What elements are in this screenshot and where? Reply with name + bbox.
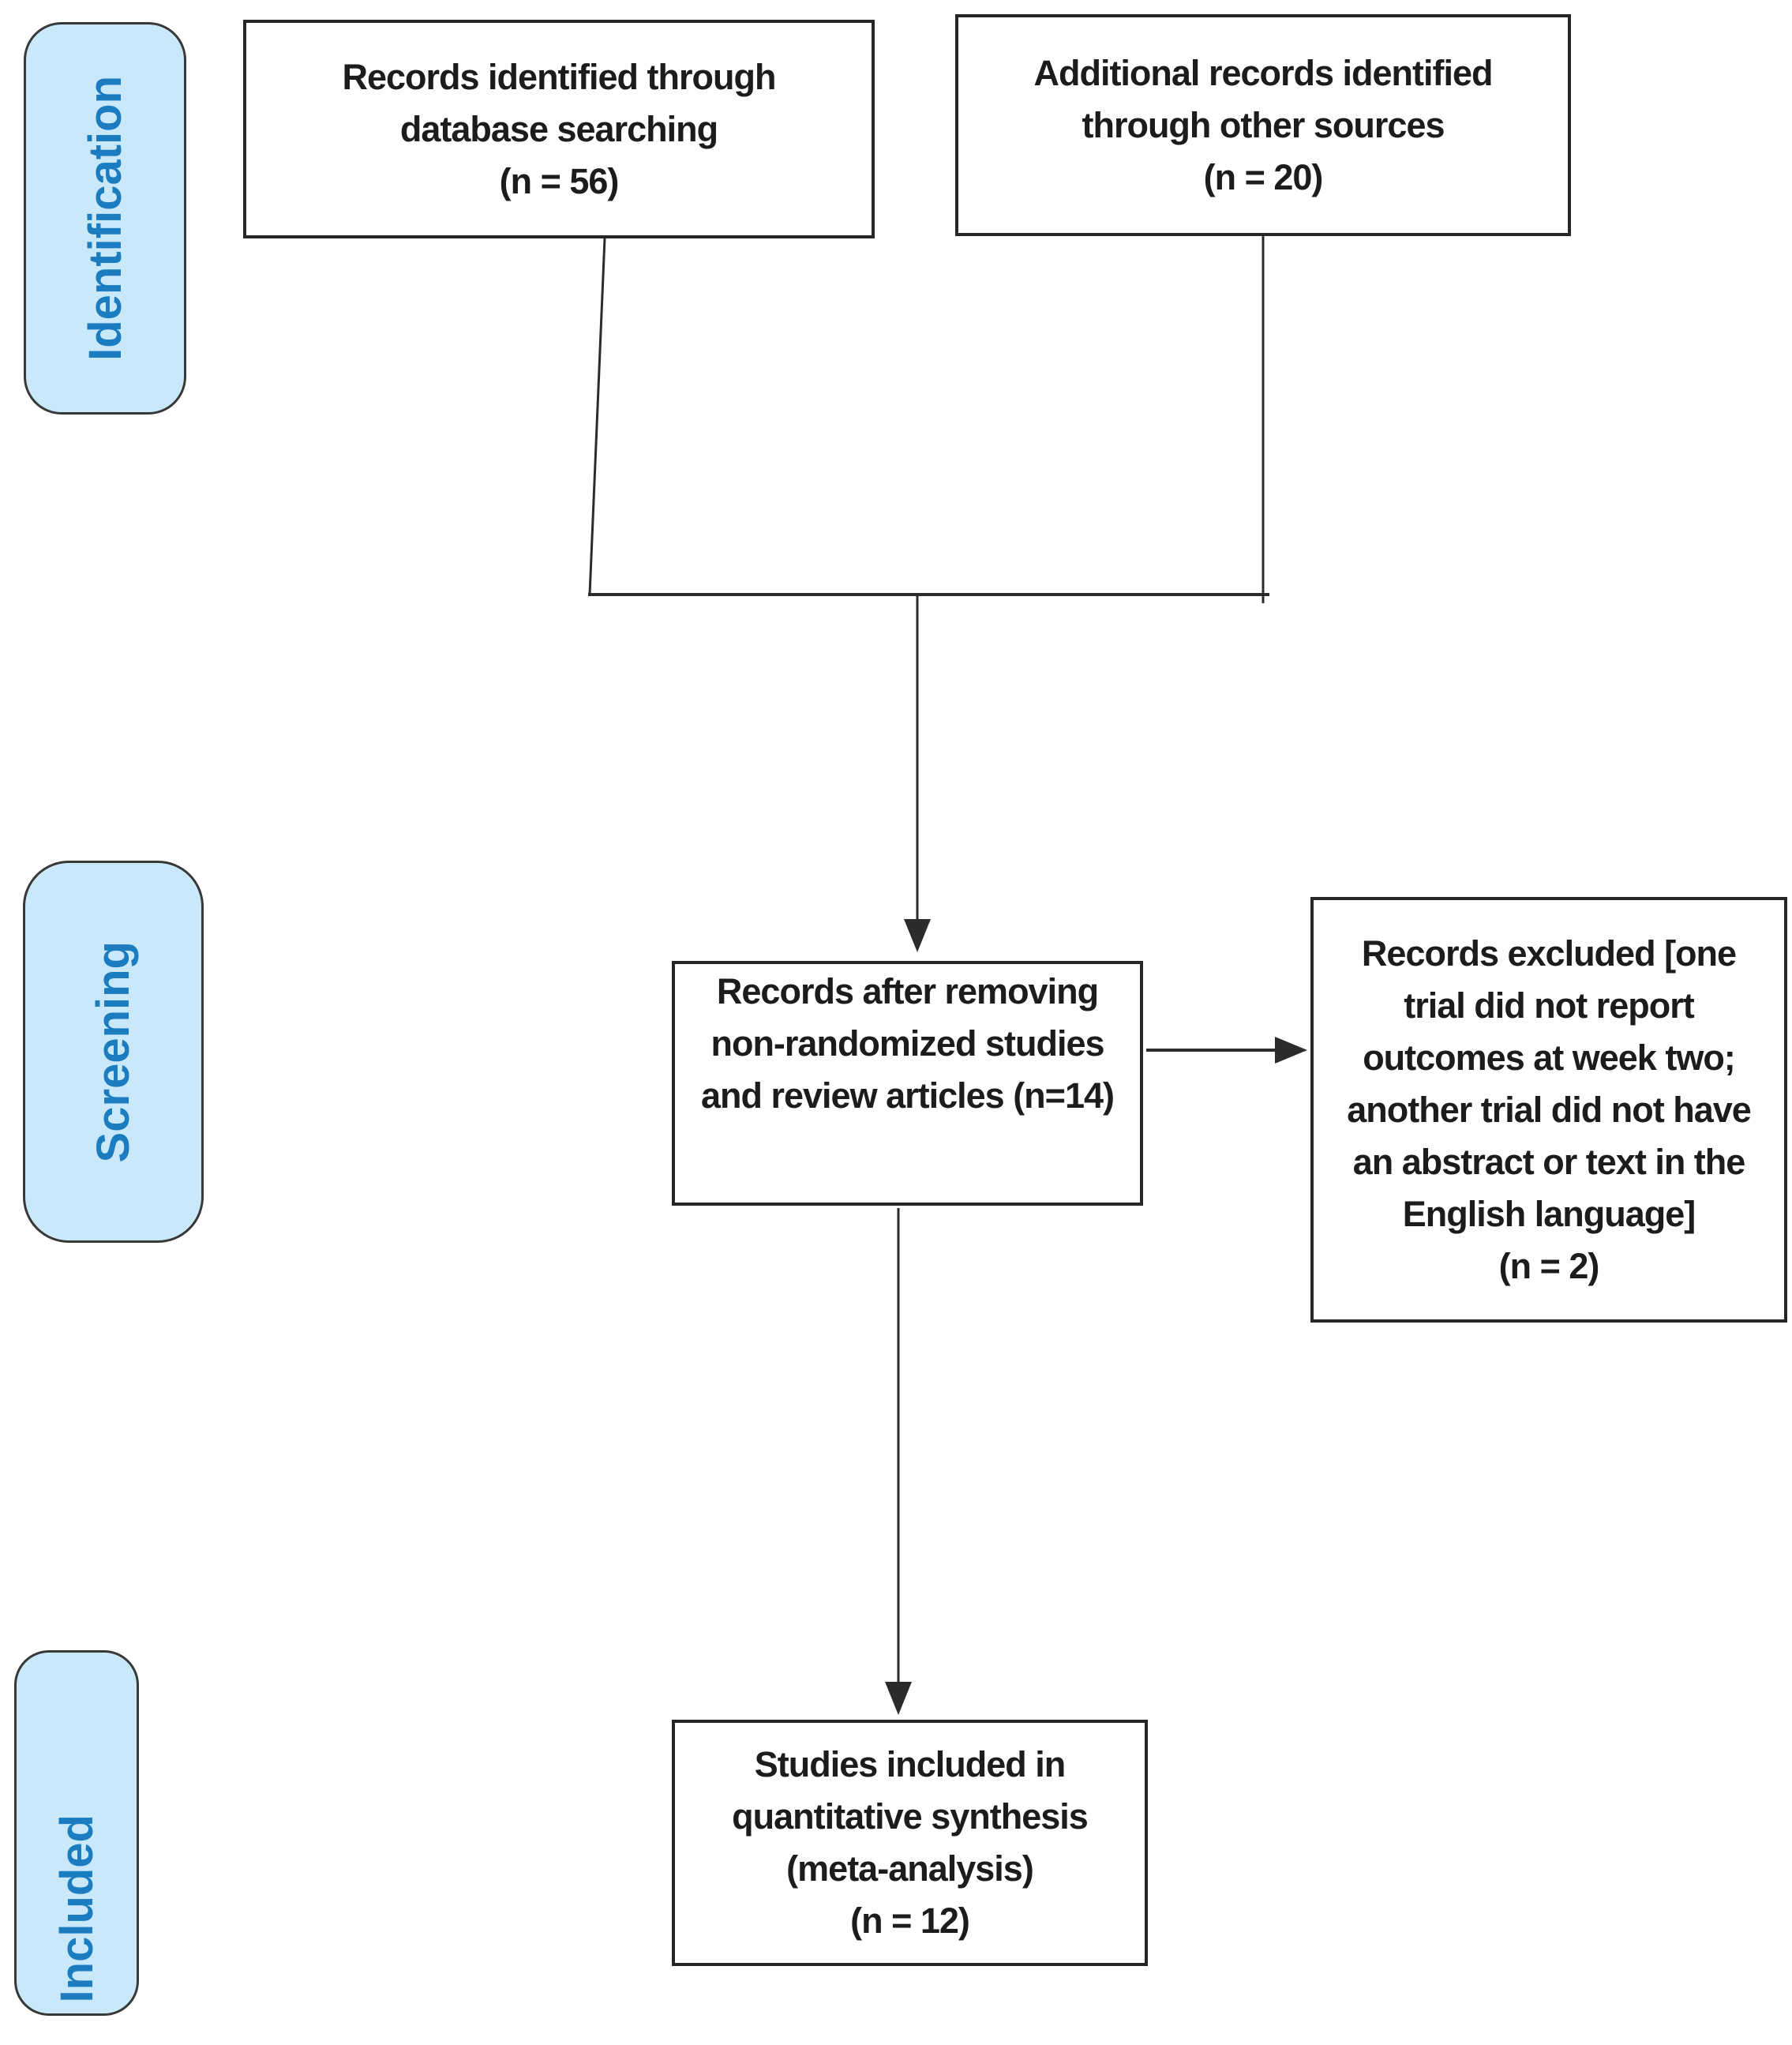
arrowhead-into-included-box: [885, 1682, 912, 1715]
box-records-excluded-text: Records excluded [one trial did not repo…: [1347, 932, 1752, 1286]
arrowhead-into-excluded-box: [1275, 1037, 1307, 1064]
stage-label-identification-text: Identification: [79, 76, 131, 361]
arrowhead-into-screening-box: [904, 919, 931, 952]
connector-database-slant-line: [588, 238, 606, 595]
box-records-after-removing: Records after removing non-randomized st…: [672, 961, 1143, 1206]
box-additional-records-other-sources: Additional records identified through ot…: [955, 14, 1571, 236]
box-additional-records-other-sources-text: Additional records identified through ot…: [1033, 52, 1493, 197]
stage-label-identification: Identification: [24, 22, 186, 415]
box-records-identified-database-text: Records identified through database sear…: [342, 56, 776, 201]
stage-label-included: Included: [14, 1650, 139, 2016]
box-records-identified-database: Records identified through database sear…: [243, 20, 875, 238]
box-records-after-removing-text: Records after removing non-randomized st…: [700, 971, 1115, 1116]
stage-label-screening: Screening: [23, 861, 204, 1243]
box-studies-included-meta-analysis-text: Studies included in quantitative synthes…: [732, 1744, 1089, 1941]
stage-label-included-text: Included: [51, 1814, 103, 2002]
box-studies-included-meta-analysis: Studies included in quantitative synthes…: [672, 1720, 1148, 1966]
box-records-excluded: Records excluded [one trial did not repo…: [1310, 897, 1787, 1323]
stage-label-screening-text: Screening: [88, 940, 139, 1163]
